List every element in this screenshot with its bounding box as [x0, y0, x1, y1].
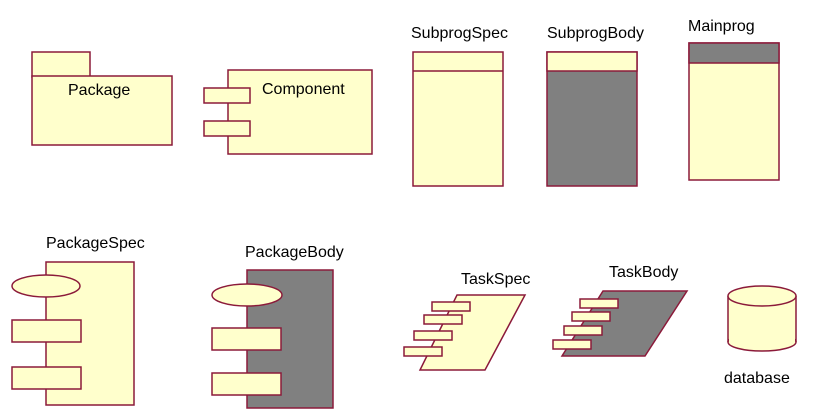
- package-body-port-bottom: [211, 372, 282, 396]
- package-body-shape: PackageBody: [211, 244, 344, 409]
- task-body-shape: TaskBody: [552, 264, 689, 357]
- package-shape: Package: [31, 51, 173, 146]
- database-top: [727, 285, 797, 307]
- package-tab: [31, 51, 91, 78]
- package-spec-port-top: [11, 319, 82, 343]
- task-body-port-1: [579, 298, 619, 309]
- database-label: database: [724, 370, 790, 387]
- task-spec-label: TaskSpec: [461, 271, 530, 288]
- subprog-body-shape: SubprogBody: [546, 25, 644, 187]
- package-spec-shape: PackageSpec: [11, 235, 145, 406]
- mainprog-label: Mainprog: [688, 18, 755, 35]
- component-port-top: [203, 87, 251, 104]
- component-label: Component: [262, 81, 345, 98]
- subprog-body-dark-area: [546, 51, 638, 187]
- package-label: Package: [68, 82, 130, 99]
- task-body-port-4: [552, 339, 592, 350]
- mainprog-shape: Mainprog: [688, 18, 780, 181]
- package-body-ellipse: [211, 283, 283, 307]
- package-body-port-top: [211, 327, 282, 351]
- subprog-spec-shape: SubprogSpec: [411, 25, 508, 187]
- subprog-body-label: SubprogBody: [547, 25, 644, 42]
- mainprog-header: [688, 42, 780, 64]
- package-body: [31, 75, 173, 146]
- subprog-body-header: [546, 51, 638, 72]
- subprog-spec-label: SubprogSpec: [411, 25, 508, 42]
- task-spec-port-3: [413, 330, 453, 341]
- database-shape: database: [724, 285, 797, 387]
- task-body-label: TaskBody: [609, 264, 678, 281]
- component-port-bottom: [203, 120, 251, 137]
- package-body-label: PackageBody: [245, 244, 344, 261]
- task-body-port-2: [571, 311, 611, 322]
- task-spec-port-1: [431, 301, 471, 312]
- task-body-port-3: [563, 325, 603, 336]
- task-spec-shape: TaskSpec: [403, 271, 530, 371]
- package-spec-label: PackageSpec: [46, 235, 145, 252]
- task-spec-port-4: [403, 346, 443, 357]
- task-spec-port-2: [423, 314, 463, 325]
- component-shape: Component: [203, 69, 373, 155]
- subprog-spec-body: [412, 51, 504, 187]
- task-spec-parallelogram: [418, 294, 527, 371]
- component-body: [227, 69, 373, 155]
- package-spec-port-bottom: [11, 366, 82, 390]
- package-spec-ellipse: [11, 274, 81, 298]
